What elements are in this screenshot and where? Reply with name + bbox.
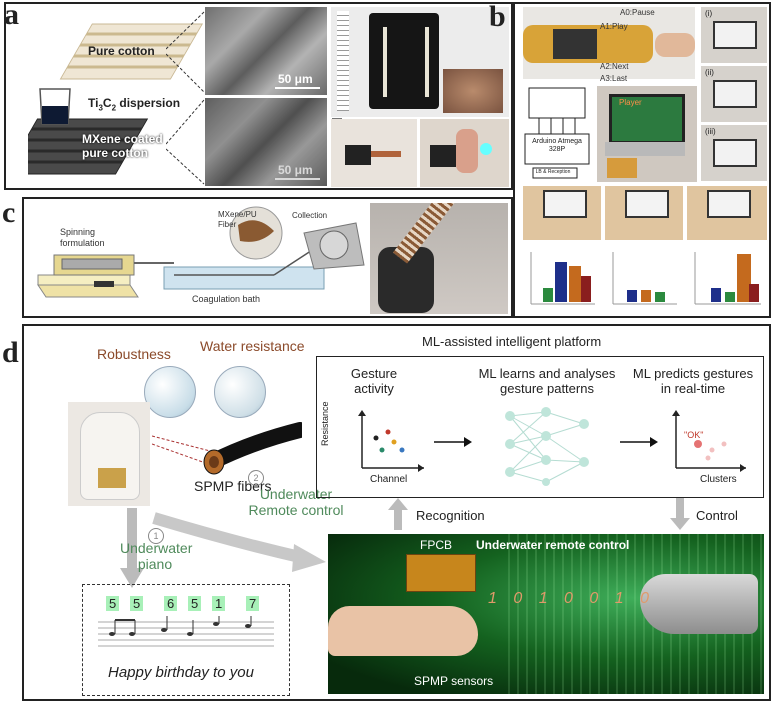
step2-number: 2 [248,470,264,486]
underwater-control-photo: 1 0 1 0 0 1 0 [328,534,764,694]
water-resistance-icon [214,366,266,418]
note-digit: 5 [130,596,144,611]
clusters-scatter [672,410,746,472]
panel-b: A0:Pause A1:Play A2:Next A3:Last Arduino… [513,2,771,318]
scale-bar [275,87,320,89]
robot-hand [640,574,758,634]
remote-control-label: Underwater remote control [476,538,630,552]
song-title: Happy birthday to you [108,664,254,681]
flow-arrows [120,508,326,588]
note-list: 5 5 6 5 1 7 [106,596,276,616]
a1-label: A1:Play [600,22,628,31]
control-arrow [670,498,690,530]
panel-label-d: d [2,336,19,369]
pointing-hand [328,606,478,656]
player-label: Player [619,98,642,107]
gesture-photo-2 [605,186,683,240]
laptop-photo-i: (i) [701,7,767,63]
fabric-photo [331,7,509,117]
ml-platform-box [316,356,764,498]
wet-spinning-schematic [37,206,365,298]
bar-chart-3d-3 [694,252,761,305]
circuit-photo-2 [420,119,509,187]
recognition-label: Recognition [416,508,485,523]
fpcb-label: FPCB [420,538,453,552]
fiber-label: MXene/PU Fiber [218,210,257,229]
panel-label-b: b [489,0,506,33]
spinning-label: Spinning formulation [60,227,105,248]
fpcb-board [406,554,476,592]
spmp-sensors-label: SPMP sensors [414,674,494,688]
control-label: Control [696,508,738,523]
bath-label: Coagulation bath [192,294,261,304]
circuit-diagram [524,87,590,179]
pipeline-arrow-1 [434,437,472,447]
scale-label: 50 μm [278,163,313,177]
col-ml-learns: ML learns and analyses gesture patterns [478,366,616,396]
laptop-photo-ii: (ii) [701,66,767,122]
note-digit: 1 [212,596,226,611]
laptop-photo [597,86,697,182]
spmp-fiber-illustration [152,422,302,475]
col-gesture-activity: Gesture activity [350,366,398,396]
gesture-scatter [358,410,424,472]
laptop-photo-iii: (iii) [701,125,767,181]
piano-sheet [82,584,290,696]
scale-label: 50 μm [278,72,313,86]
note-digit: 5 [106,596,120,611]
circuit-photo-1 [331,119,417,187]
bar-chart-3d-1 [530,252,595,305]
resistance-axis-label: Resistance [320,401,330,446]
collection-label: Collection [292,211,328,220]
step1-label: Underwater piano [120,540,193,572]
sensor-glove-photo [68,402,150,506]
panel-a: Pure cotton Ti3C2 dispersion MXene coate… [4,2,513,190]
panel-c: Spinning formulation MXene/PU Fiber Coll… [22,197,513,318]
sem-image-pure-cotton: 50 μm [205,7,327,95]
robustness-icon [144,366,196,418]
recognition-arrow [388,498,408,530]
cotton-weave-illustration [28,23,204,175]
receiver-label: LB & Reception [535,169,571,175]
scale-bar [275,178,320,180]
col-ml-predicts: ML predicts gestures in real-time [632,366,754,396]
ok-label: "OK" [684,430,704,440]
water-resistance-label: Water resistance [200,338,305,354]
a3-label: A3:Last [600,74,628,83]
note-digit: 6 [164,596,178,611]
panel-label-a: a [4,0,19,31]
step1-number: 1 [148,528,164,544]
zoom-connectors [166,11,205,185]
a0-label: A0:Pause [620,8,655,17]
note-digit: 5 [188,596,202,611]
pipeline-arrow-2 [620,437,658,447]
gesture-photo-3 [687,186,767,240]
ml-platform-title: ML-assisted intelligent platform [422,334,602,349]
clusters-axis-label: Clusters [700,474,737,485]
glove-photo [523,7,695,79]
gesture-photo-1 [523,186,601,240]
panel-label-c: c [2,196,16,229]
sem-image-mxene-cotton: 50 μm [205,98,327,186]
step2-label: Underwater Remote control [248,486,344,518]
fiber-roll-photo [370,203,508,314]
pure-cotton-label: Pure cotton [88,44,155,58]
a2-label: A2:Next [600,62,629,71]
mxene-coated-label: MXene coated pure cotton [82,132,163,160]
bar-chart-3d-2 [612,252,677,305]
music-staff [98,616,274,647]
note-digit: 7 [246,596,260,611]
ti3c2-label: Ti3C2 dispersion [88,96,181,113]
neural-network-icon [505,407,589,486]
panel-d: Robustness Water resistance SPMP fibers … [22,324,771,701]
channel-axis-label: Channel [370,474,408,485]
robustness-label: Robustness [97,346,171,362]
chip-label: Arduino Atmega 328P [532,138,582,153]
binary-digits: 1 0 1 0 0 1 0 [488,590,655,607]
